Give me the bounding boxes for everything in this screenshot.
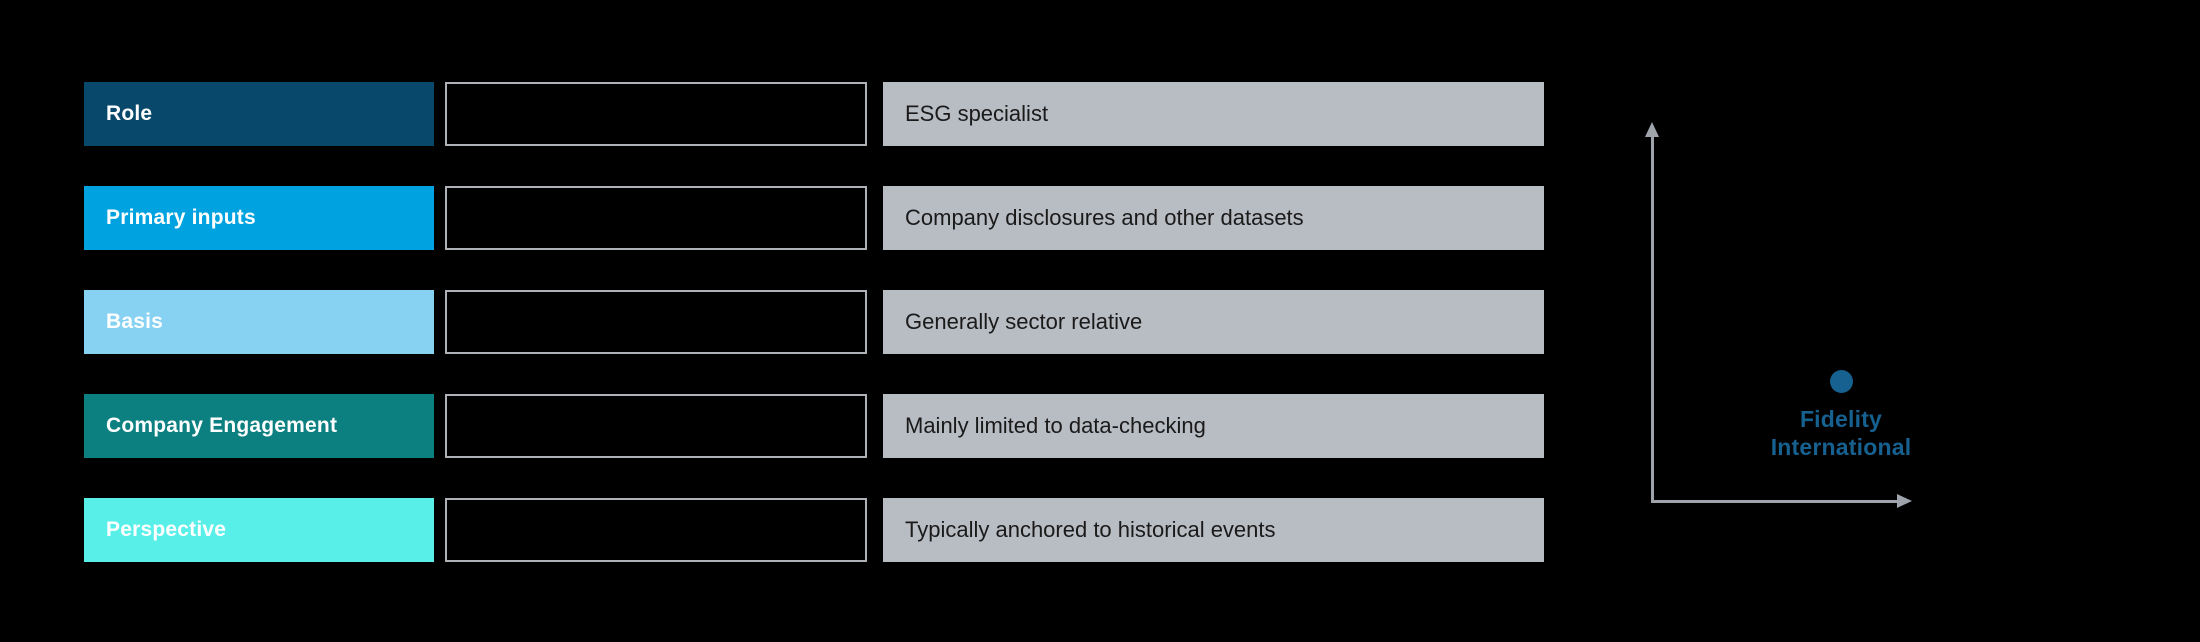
empty-value-box bbox=[445, 82, 867, 146]
empty-value-box bbox=[445, 498, 867, 562]
table-row: Primary inputs Company disclosures and o… bbox=[84, 186, 1544, 250]
axis-vertical-line bbox=[1651, 136, 1654, 503]
axis-horizontal-line bbox=[1651, 500, 1897, 503]
row-value: Mainly limited to data-checking bbox=[883, 394, 1544, 458]
fidelity-international-logo: Fidelity International bbox=[1741, 370, 1941, 461]
table-row: Company Engagement Mainly limited to dat… bbox=[84, 394, 1544, 458]
axis-right-arrow-icon bbox=[1897, 494, 1912, 508]
logo-text-line2: International bbox=[1770, 434, 1912, 460]
row-label: Primary inputs bbox=[84, 186, 434, 250]
row-value: Generally sector relative bbox=[883, 290, 1544, 354]
empty-value-box bbox=[445, 394, 867, 458]
logo-text-line1: Fidelity bbox=[1799, 406, 1883, 432]
table-row: Basis Generally sector relative bbox=[84, 290, 1544, 354]
fidelity-dot-icon bbox=[1829, 370, 1853, 393]
row-label: Company Engagement bbox=[84, 394, 434, 458]
axis-up-arrow-icon bbox=[1645, 122, 1659, 137]
empty-value-box bbox=[445, 186, 867, 250]
table-row: Perspective Typically anchored to histor… bbox=[84, 498, 1544, 562]
table-row: Role ESG specialist bbox=[84, 82, 1544, 146]
row-label: Perspective bbox=[84, 498, 434, 562]
row-label: Role bbox=[84, 82, 434, 146]
comparison-table: Role ESG specialist Primary inputs Compa… bbox=[84, 82, 1544, 562]
row-label: Basis bbox=[84, 290, 434, 354]
row-value: Typically anchored to historical events bbox=[883, 498, 1544, 562]
row-value: ESG specialist bbox=[883, 82, 1544, 146]
empty-value-box bbox=[445, 290, 867, 354]
row-value: Company disclosures and other datasets bbox=[883, 186, 1544, 250]
